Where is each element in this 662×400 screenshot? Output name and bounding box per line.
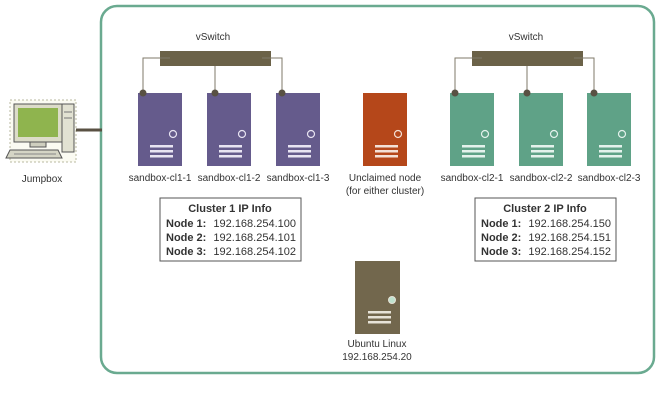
cluster1-ip-key-2: Node 2: bbox=[166, 232, 206, 244]
ubuntu-label: Ubuntu Linux bbox=[348, 339, 407, 350]
cluster2-ip-info-title: Cluster 2 IP Info bbox=[503, 203, 587, 215]
server-icon-cl1-2 bbox=[207, 89, 251, 166]
node-label-cl1-2: sandbox-cl1-2 bbox=[198, 173, 261, 184]
node-label-cl1-1: sandbox-cl1-1 bbox=[129, 173, 192, 184]
cluster2-ip-row-1: Node 1: 192.168.254.150 bbox=[481, 218, 611, 230]
cluster2-ip-value-2: 192.168.254.151 bbox=[528, 232, 611, 244]
cluster2-ip-info-box: Cluster 2 IP Info Node 1: 192.168.254.15… bbox=[474, 197, 617, 262]
cluster1-ip-key-3: Node 3: bbox=[166, 246, 206, 258]
cluster1-ip-value-1: 192.168.254.100 bbox=[213, 218, 296, 230]
server-icon-cl2-2 bbox=[519, 89, 563, 166]
jumpbox-computer-icon bbox=[5, 99, 77, 163]
cluster2-ip-row-3: Node 3: 192.168.254.152 bbox=[481, 246, 611, 258]
vswitch-1-label: vSwitch bbox=[196, 32, 230, 43]
vswitch-2 bbox=[472, 51, 583, 66]
unclaimed-label-line2: (for either cluster) bbox=[346, 186, 424, 197]
server-icon-cl1-3 bbox=[276, 89, 320, 166]
vswitch-1 bbox=[160, 51, 271, 66]
server-icon-cl2-1 bbox=[450, 89, 494, 166]
cluster1-ip-row-1: Node 1: 192.168.254.100 bbox=[166, 218, 296, 230]
cluster1-ip-row-3: Node 3: 192.168.254.102 bbox=[166, 246, 296, 258]
cluster2-ip-value-1: 192.168.254.150 bbox=[528, 218, 611, 230]
vswitch-2-label: vSwitch bbox=[509, 32, 543, 43]
cluster2-ip-row-2: Node 2: 192.168.254.151 bbox=[481, 232, 611, 244]
cluster1-ip-value-3: 192.168.254.102 bbox=[213, 246, 296, 258]
cluster2-ip-key-3: Node 3: bbox=[481, 246, 521, 258]
server-icon-ubuntu bbox=[355, 261, 400, 334]
server-icon-cl1-1 bbox=[138, 89, 182, 166]
jumpbox-label: Jumpbox bbox=[22, 174, 63, 185]
cluster2-ip-value-3: 192.168.254.152 bbox=[528, 246, 611, 258]
node-label-cl2-1: sandbox-cl2-1 bbox=[441, 173, 504, 184]
cluster1-ip-key-1: Node 1: bbox=[166, 218, 206, 230]
unclaimed-label-line1: Unclaimed node bbox=[349, 173, 422, 184]
vswitch-2-links bbox=[454, 57, 595, 93]
cluster1-ip-info-box: Cluster 1 IP Info Node 1: 192.168.254.10… bbox=[159, 197, 302, 262]
cluster2-ip-key-1: Node 1: bbox=[481, 218, 521, 230]
node-label-cl2-3: sandbox-cl2-3 bbox=[578, 173, 641, 184]
server-icon-unclaimed bbox=[363, 93, 407, 166]
cluster1-ip-info-title: Cluster 1 IP Info bbox=[188, 203, 272, 215]
cluster1-ip-value-2: 192.168.254.101 bbox=[213, 232, 296, 244]
server-icon-cl2-3 bbox=[587, 89, 631, 166]
vswitch-1-links bbox=[142, 57, 283, 93]
node-label-cl2-2: sandbox-cl2-2 bbox=[510, 173, 573, 184]
network-boundary bbox=[99, 4, 656, 375]
node-label-cl1-3: sandbox-cl1-3 bbox=[267, 173, 330, 184]
cluster1-ip-row-2: Node 2: 192.168.254.101 bbox=[166, 232, 296, 244]
cluster2-ip-key-2: Node 2: bbox=[481, 232, 521, 244]
ubuntu-ip: 192.168.254.20 bbox=[342, 352, 412, 363]
